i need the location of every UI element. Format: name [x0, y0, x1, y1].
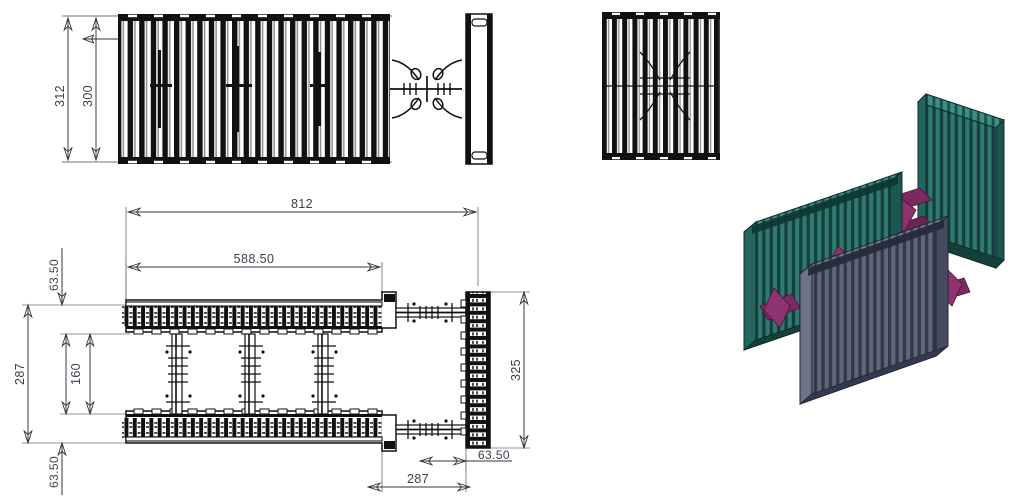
dimension-label-287-bottom: 287: [407, 472, 429, 486]
dimension-287-bottom: 287: [366, 472, 472, 492]
tie-column-3: [311, 333, 338, 415]
plan-view-brace-connector: [390, 59, 463, 119]
dimension-label-63-50-bottom: 63.50: [47, 456, 61, 488]
tie-rod-upper: [395, 302, 467, 323]
bottom-left-section-view: 812 588.50 63.50 287: [13, 197, 530, 495]
plan-view-finned-panel: [118, 14, 390, 164]
dimension-label-63-50-right: 63.50: [478, 448, 510, 462]
dimension-label-588-50: 588.50: [234, 252, 275, 266]
dimension-label-300: 300: [81, 85, 95, 107]
iso-panel-front-gray: [799, 214, 949, 406]
middle-end-view: [602, 12, 720, 160]
section-tie-rods: [395, 302, 467, 440]
tie-rod-lower: [395, 419, 467, 440]
dimension-160: 160: [61, 332, 95, 416]
isometric-3d-view: [743, 92, 1005, 406]
dimension-label-812: 812: [291, 197, 313, 211]
tie-column-1: [165, 333, 192, 415]
dimension-label-312: 312: [53, 85, 67, 107]
dimension-287-left: 287: [13, 303, 33, 445]
dimension-63-50-top: 63.50: [47, 248, 67, 307]
dimension-63-50-bottom: 63.50: [47, 441, 67, 495]
dimension-label-160: 160: [69, 363, 83, 385]
plan-view-end-bar: [465, 13, 493, 165]
top-left-plan-view: 312 300: [53, 13, 493, 165]
dimension-325: 325: [509, 290, 529, 450]
section-bottom-beam: [122, 408, 397, 452]
dimension-63-50-right: 63.50: [418, 448, 512, 466]
dimension-588-50: 588.50: [126, 252, 382, 272]
dimension-label-287-left: 287: [13, 363, 27, 385]
tie-column-2: [238, 333, 265, 415]
dimension-label-63-50-top: 63.50: [47, 259, 61, 291]
dimension-812: 812: [126, 197, 478, 217]
section-right-end-column: [460, 291, 491, 449]
section-tie-columns: [165, 333, 338, 415]
dimension-300: 300: [81, 16, 101, 162]
dimension-label-325: 325: [509, 359, 523, 381]
